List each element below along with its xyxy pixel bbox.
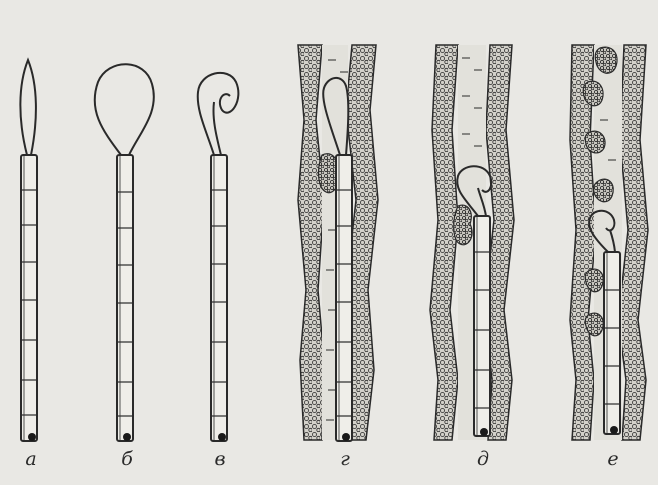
vessel-wall-right bbox=[345, 44, 379, 441]
panel-label-d: д bbox=[476, 448, 490, 470]
panel-v bbox=[196, 72, 240, 442]
wire-loop-curled bbox=[196, 72, 240, 156]
panel-label-b: б bbox=[121, 448, 133, 470]
wire-loop-narrow bbox=[322, 77, 350, 156]
vessel-wall-left bbox=[429, 44, 459, 441]
catheter-v bbox=[210, 154, 228, 442]
catheter-d bbox=[473, 215, 491, 437]
panel-d bbox=[429, 44, 515, 441]
blood-flow-marks bbox=[462, 57, 482, 147]
vessel-wall-right bbox=[617, 44, 649, 441]
panel-label-a: а bbox=[25, 448, 37, 470]
panel-g bbox=[297, 44, 379, 442]
catheter-g bbox=[335, 154, 353, 442]
thrombus bbox=[453, 204, 473, 246]
catheter-e bbox=[603, 251, 621, 435]
thrombus-fragments bbox=[582, 46, 618, 337]
panel-b bbox=[93, 63, 155, 442]
panel-label-v: в bbox=[214, 448, 226, 470]
panel-label-e: е bbox=[607, 448, 619, 470]
panel-label-g: г bbox=[340, 448, 350, 470]
vessel-wall-left bbox=[297, 44, 325, 441]
wire-loop-curled bbox=[456, 165, 493, 217]
catheter-a bbox=[20, 154, 38, 442]
catheter-b bbox=[116, 154, 134, 442]
vessel-d bbox=[429, 44, 515, 441]
panel-e bbox=[569, 44, 649, 441]
wire-loop-round bbox=[93, 63, 155, 156]
wire-loop-narrow bbox=[19, 57, 37, 156]
panel-a bbox=[19, 57, 38, 442]
wire-loop-curled bbox=[588, 209, 616, 253]
vessel-wall-right bbox=[483, 44, 515, 441]
